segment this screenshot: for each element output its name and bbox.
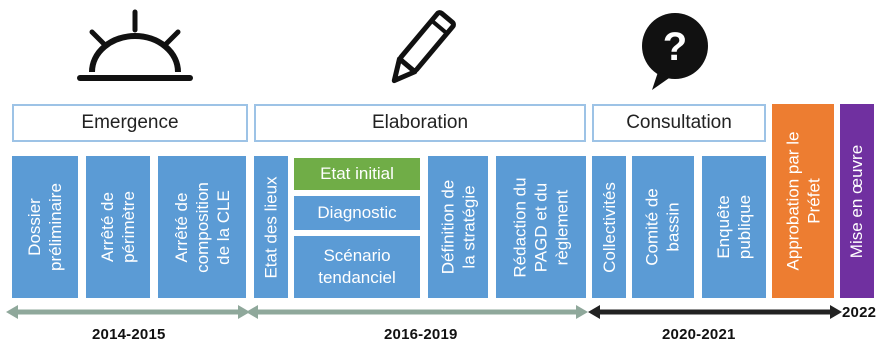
step-diagnostic: Diagnostic — [294, 196, 420, 230]
step-definition-line1: Définition de — [438, 179, 458, 275]
step-collectivites-line1: Collectivités — [599, 181, 619, 273]
step-enquete-line1: Enquête — [714, 195, 733, 259]
step-mise-line1: Mise en œuvre — [847, 144, 867, 258]
svg-text:?: ? — [663, 25, 687, 69]
step-comite-line2: bassin — [664, 202, 684, 252]
year-2020-2021: 2020-2021 — [662, 326, 736, 343]
step-scenario-line1: Scénario — [323, 246, 391, 265]
step-scenario: Scénario tendanciel — [294, 236, 420, 298]
phase-consultation-label: Consultation — [626, 112, 732, 133]
step-dossier-line2: préliminaire — [46, 183, 65, 271]
arrow-2014-2015 — [6, 305, 250, 319]
step-definition-line2: la stratégie — [459, 185, 479, 269]
year-2016-2019: 2016-2019 — [384, 326, 458, 343]
phase-consultation: Consultation — [592, 104, 766, 142]
step-etat-lieux-line1: Etat des lieux — [261, 175, 281, 279]
step-collectivites: Collectivités — [592, 156, 626, 298]
step-approbation-line1: Approbation par le — [783, 131, 802, 271]
step-composition-line1: Arrêté de — [171, 192, 191, 262]
step-redaction-line3: règlement — [552, 189, 572, 265]
step-perimetre-line2: périmètre — [119, 191, 138, 263]
question-bubble-icon: ? — [642, 13, 708, 90]
step-enquete-line2: publique — [735, 194, 754, 260]
step-composition-line2: composition — [192, 181, 212, 273]
arrow-2016-2019 — [246, 305, 588, 319]
step-comite-line1: Comité de — [643, 188, 663, 266]
timeline-arrows — [6, 305, 842, 319]
phase-emergence: Emergence — [12, 104, 248, 142]
step-composition-line3: de la CLE — [213, 189, 233, 265]
step-approbation-line2: Préfet — [804, 178, 823, 224]
pencil-icon — [391, 10, 456, 84]
step-redaction-line1: Rédaction du — [510, 176, 530, 278]
sunrise-icon — [77, 9, 193, 81]
step-etat-lieux: Etat des lieux — [254, 156, 288, 298]
step-diagnostic-label: Diagnostic — [317, 203, 397, 222]
step-scenario-line2: tendanciel — [318, 268, 396, 287]
step-dossier-line1: Dossier — [25, 198, 44, 256]
phase-elaboration-label: Elaboration — [371, 112, 469, 133]
phase-elaboration: Elaboration — [254, 104, 586, 142]
step-etat-initial-label: Etat initial — [320, 164, 394, 183]
year-2014-2015: 2014-2015 — [92, 326, 166, 343]
arrow-2020-2021 — [588, 305, 842, 319]
year-2022: 2022 — [842, 304, 877, 321]
step-mise-en-oeuvre: Mise en œuvre — [840, 104, 874, 298]
phase-emergence-label: Emergence — [81, 112, 179, 133]
step-redaction-line2: PAGD et du — [531, 182, 551, 272]
step-etat-initial: Etat initial — [294, 158, 420, 190]
step-perimetre-line1: Arrêté de — [98, 192, 117, 262]
